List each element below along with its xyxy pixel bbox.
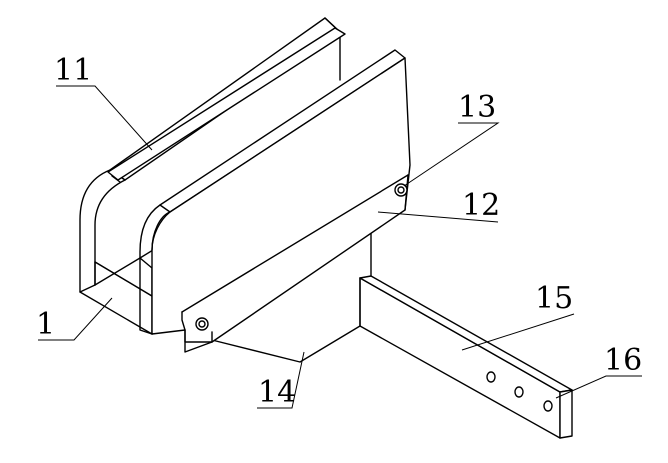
- label-12: 12: [462, 188, 500, 223]
- top-strip: [107, 27, 346, 183]
- label-16: 16: [604, 343, 642, 378]
- bolt-right: [394, 183, 408, 197]
- leader-lines: [38, 85, 642, 409]
- mounting-plate: [359, 275, 573, 439]
- label-14: 14: [258, 375, 296, 410]
- label-15: 15: [535, 281, 573, 316]
- bolt-left: [195, 317, 209, 331]
- label-1: 1: [36, 307, 55, 342]
- label-13: 13: [458, 90, 496, 125]
- lower-support: [211, 227, 372, 363]
- label-11: 11: [54, 53, 92, 88]
